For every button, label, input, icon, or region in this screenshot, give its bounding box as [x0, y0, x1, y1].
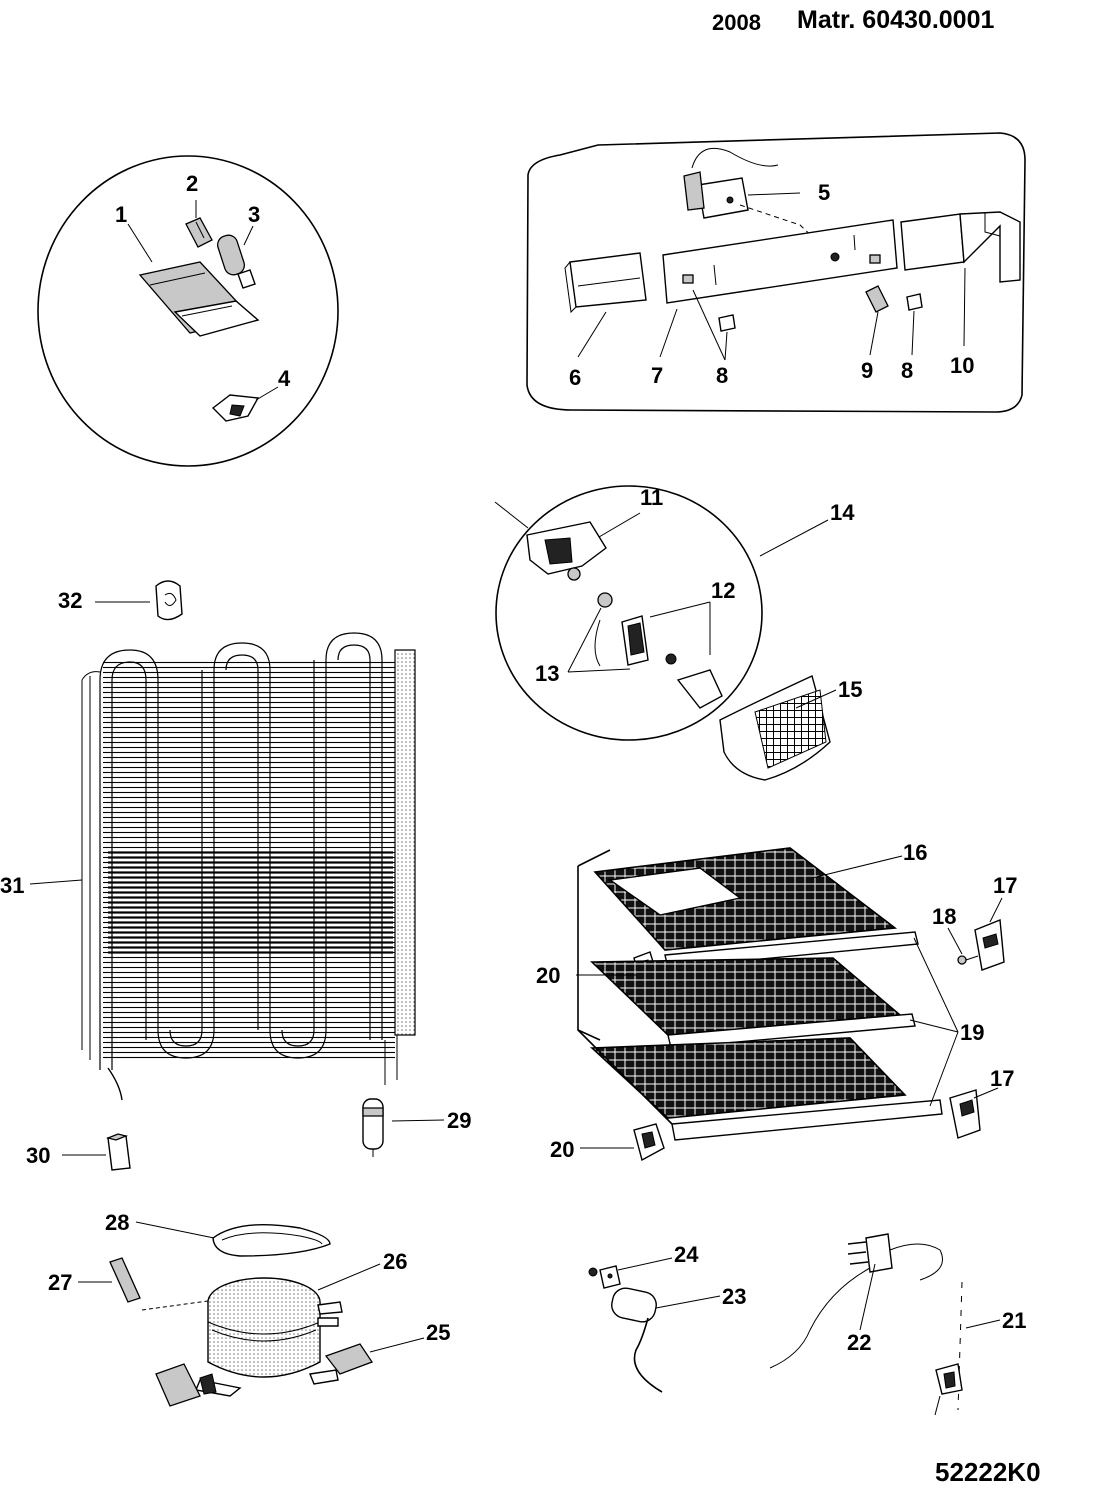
- callout-22: 22: [847, 1330, 871, 1355]
- callout-14: 14: [830, 500, 855, 525]
- part-11-housing: [526, 521, 607, 581]
- part-15-fan-cover: [676, 669, 831, 781]
- part-6-bracket: [564, 252, 647, 314]
- part-2-screw: [185, 217, 213, 248]
- callout-21: 21: [1002, 1308, 1026, 1333]
- part-7-bracket: [662, 219, 898, 304]
- lamp-detail-circle: [37, 155, 339, 467]
- callout-10: 10: [950, 353, 974, 378]
- part-bottom-shelf: [590, 1037, 907, 1119]
- part-26-compressor: [195, 1277, 343, 1397]
- part-19-rail-2: [667, 1013, 916, 1049]
- part-4-clip: [211, 394, 260, 422]
- fan-detail-circle: [495, 485, 763, 741]
- part-21-cable-ties: [934, 1281, 963, 1416]
- callout-8b: 8: [901, 358, 913, 383]
- callout-4: 4: [278, 366, 291, 391]
- callout-16: 16: [903, 840, 927, 865]
- callout-30: 30: [26, 1143, 50, 1168]
- dashed-detail-box: [526, 132, 1026, 413]
- part-24-clamp: [588, 1265, 621, 1289]
- callout-5: 5: [818, 180, 830, 205]
- callout-3: 3: [248, 202, 260, 227]
- callout-27: 27: [48, 1270, 72, 1295]
- callout-17b: 17: [990, 1066, 1014, 1091]
- callout-24: 24: [674, 1242, 699, 1267]
- callout-6: 6: [569, 365, 581, 390]
- part-28-strap: [212, 1224, 331, 1257]
- callout-2: 2: [186, 171, 198, 196]
- callout-31: 31: [0, 873, 24, 898]
- part-3-bulb: [216, 234, 256, 289]
- lamp-assembly-group: 1 2 3 4: [37, 155, 339, 467]
- part-8-clip-left: [718, 314, 736, 332]
- part-12-switch: [621, 615, 677, 666]
- callout-18: 18: [932, 904, 956, 929]
- callout-23: 23: [722, 1284, 746, 1309]
- callout-19: 19: [960, 1020, 984, 1045]
- part-20-support-lower: [633, 1123, 665, 1162]
- part-23-capacitor: [611, 1287, 663, 1393]
- callout-26: 26: [383, 1249, 407, 1274]
- callout-32: 32: [58, 588, 82, 613]
- part-8-clip-right: [906, 293, 923, 311]
- footer-drawing-code: 52222K0: [935, 1457, 1041, 1487]
- part-32-clip: [155, 580, 183, 621]
- part-29-filter-drier: [362, 1098, 384, 1157]
- part-27-relay: [109, 1257, 141, 1303]
- callout-12: 12: [711, 578, 735, 603]
- electrical-group: 24 23 22 21: [588, 1233, 1026, 1416]
- part-5-thermostat: [683, 148, 836, 259]
- part-13-nut: [594, 592, 613, 667]
- part-17-hinge-upper: [974, 919, 1005, 971]
- callout-15: 15: [838, 677, 862, 702]
- callout-25: 25: [426, 1320, 450, 1345]
- callout-7: 7: [651, 363, 663, 388]
- callout-20b: 20: [550, 1137, 574, 1162]
- part-9-screw: [865, 285, 889, 313]
- header-year: 2008: [712, 10, 761, 35]
- part-16-top-shelf: [593, 847, 898, 951]
- part-18-screw: [957, 955, 979, 965]
- part-30-sleeve: [105, 1133, 131, 1171]
- part-19-rail-3: [671, 1099, 943, 1141]
- shelves-group: 16 17 18 19 17 20 20: [536, 840, 1017, 1162]
- callout-28: 28: [105, 1210, 129, 1235]
- thermostat-bracket-group: 5 6 7 8 9 8 10: [526, 132, 1026, 413]
- callout-1: 1: [115, 202, 127, 227]
- fan-assembly-group: 11 12 13 14 15: [494, 485, 862, 781]
- callout-20a: 20: [536, 963, 560, 988]
- callout-29: 29: [447, 1108, 471, 1133]
- part-1-lamp-cover: [138, 261, 260, 337]
- callout-11: 11: [640, 485, 663, 510]
- part-25-rubber-feet: [155, 1343, 373, 1407]
- part-10-bracket: [900, 211, 1021, 283]
- part-22-power-cord: [769, 1233, 943, 1369]
- callout-9: 9: [861, 358, 873, 383]
- part-17-hinge-lower: [949, 1089, 981, 1139]
- callout-8a: 8: [716, 363, 728, 388]
- header-matr-label: Matr. 60430.0001: [797, 6, 995, 34]
- part-31-condenser: [81, 632, 416, 1101]
- callout-13: 13: [535, 661, 559, 686]
- compressor-group: 28 27 26 25: [48, 1210, 450, 1407]
- condenser-group: 32 31 29: [0, 580, 471, 1171]
- callout-17a: 17: [993, 873, 1017, 898]
